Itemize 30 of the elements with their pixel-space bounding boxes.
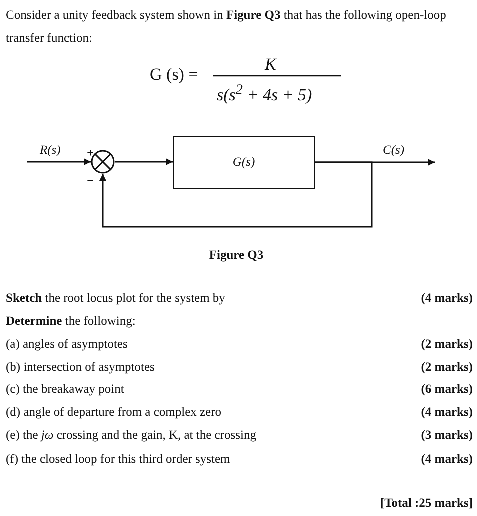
question-text: Sketch the root locus plot for the system by (6, 291, 226, 306)
question-text: (c) the breakaway point (6, 382, 124, 397)
question-text: (b) intersection of asymptotes (6, 360, 155, 375)
marks-label: (6 marks) (421, 382, 473, 397)
equation-denominator: s(s$^{2}$ + 4s + 5) (217, 82, 312, 106)
arrow (115, 158, 173, 166)
sign-label: + (87, 146, 94, 161)
signal-label: R(s) (40, 143, 61, 158)
marks-label: (2 marks) (421, 337, 473, 352)
arrow (27, 158, 91, 166)
total-marks-label: [Total :25 marks] (380, 496, 473, 511)
marks-label: (4 marks) (421, 452, 473, 467)
question-text: (f) the closed loop for this third order system (6, 452, 230, 467)
marks-label: (4 marks) (421, 405, 473, 420)
question-text: (d) angle of departure from a complex zero (6, 405, 222, 420)
question-text: (a) angles of asymptotes (6, 337, 128, 352)
equation-numerator: K (265, 55, 276, 75)
intro-text: Consider a unity feedback system shown in Figure Q3 that has the following open-loop transfer function: (6, 7, 448, 47)
question-text: (e) the jω crossing and the gain, K, at the crossing (6, 428, 256, 443)
block-label: G(s) (232, 155, 256, 170)
marks-label: (2 marks) (421, 360, 473, 375)
signal-label: C(s) (383, 143, 405, 158)
sign-label: − (87, 174, 94, 189)
marks-label: (4 marks) (421, 291, 473, 306)
arrow (100, 162, 373, 228)
marks-label: (3 marks) (421, 428, 473, 443)
equation-text: G (s) = (150, 65, 198, 85)
transfer-function-block (173, 136, 315, 189)
question-text: Determine the following: (6, 314, 136, 329)
figure-caption: Figure Q3 (208, 248, 265, 263)
